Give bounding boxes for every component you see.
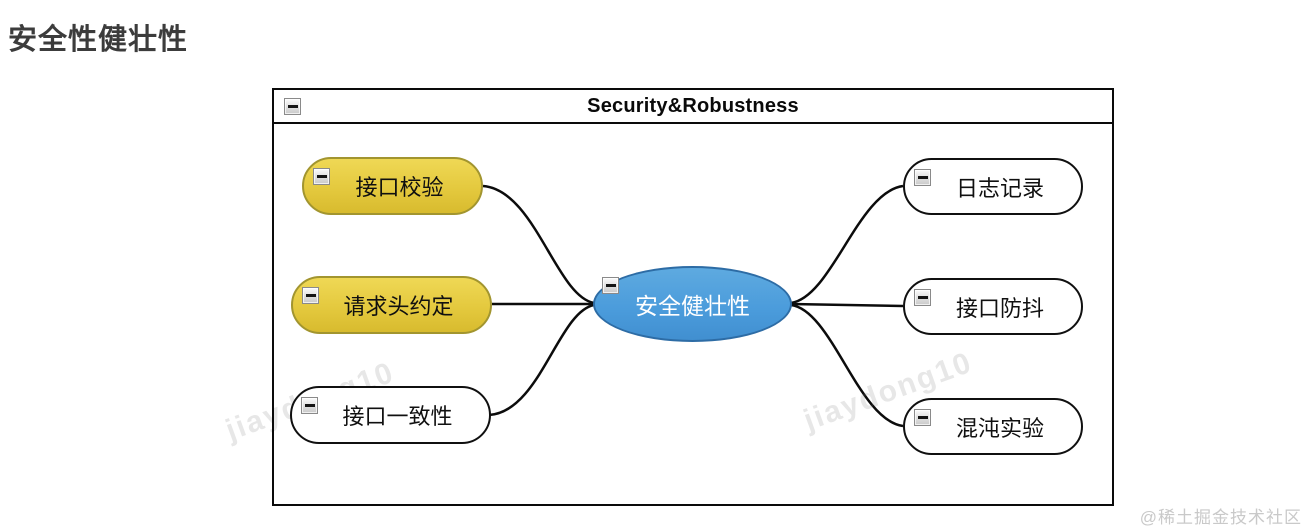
topic-frame: Security&Robustness <box>272 88 1114 506</box>
topic-label: 接口防抖 <box>955 295 1044 321</box>
collapse-minus-icon[interactable] <box>914 409 931 426</box>
topic-label: 日志记录 <box>955 175 1044 201</box>
collapse-minus-icon[interactable] <box>914 169 931 186</box>
page-title: 安全性健壮性 <box>8 24 189 56</box>
root-topic-node[interactable]: 安全健壮性 <box>593 266 792 342</box>
frame-title: Security&Robustness <box>587 94 799 117</box>
frame-header: Security&Robustness <box>274 90 1112 124</box>
topic-label: 混沌实验 <box>955 415 1044 441</box>
topic-node-debounce[interactable]: 接口防抖 <box>903 278 1083 335</box>
topic-label: 接口一致性 <box>342 404 453 429</box>
topic-node-logging[interactable]: 日志记录 <box>903 158 1083 215</box>
collapse-minus-icon[interactable] <box>301 397 318 414</box>
collapse-minus-icon[interactable] <box>914 289 931 306</box>
topic-node-request-header[interactable]: 请求头约定 <box>291 276 492 334</box>
topic-label: 接口校验 <box>355 175 444 200</box>
topic-label: 请求头约定 <box>343 294 454 319</box>
frame-collapse-minus-icon[interactable] <box>284 98 301 115</box>
topic-node-interface-consistency[interactable]: 接口一致性 <box>290 386 491 444</box>
topic-node-interface-validation[interactable]: 接口校验 <box>302 157 483 215</box>
collapse-minus-icon[interactable] <box>602 277 619 294</box>
collapse-minus-icon[interactable] <box>313 168 330 185</box>
topic-node-chaos-experiment[interactable]: 混沌实验 <box>903 398 1083 455</box>
collapse-minus-icon[interactable] <box>302 287 319 304</box>
community-credit: @稀土掘金技术社区 <box>1139 508 1302 527</box>
root-topic-label: 安全健壮性 <box>635 293 750 319</box>
